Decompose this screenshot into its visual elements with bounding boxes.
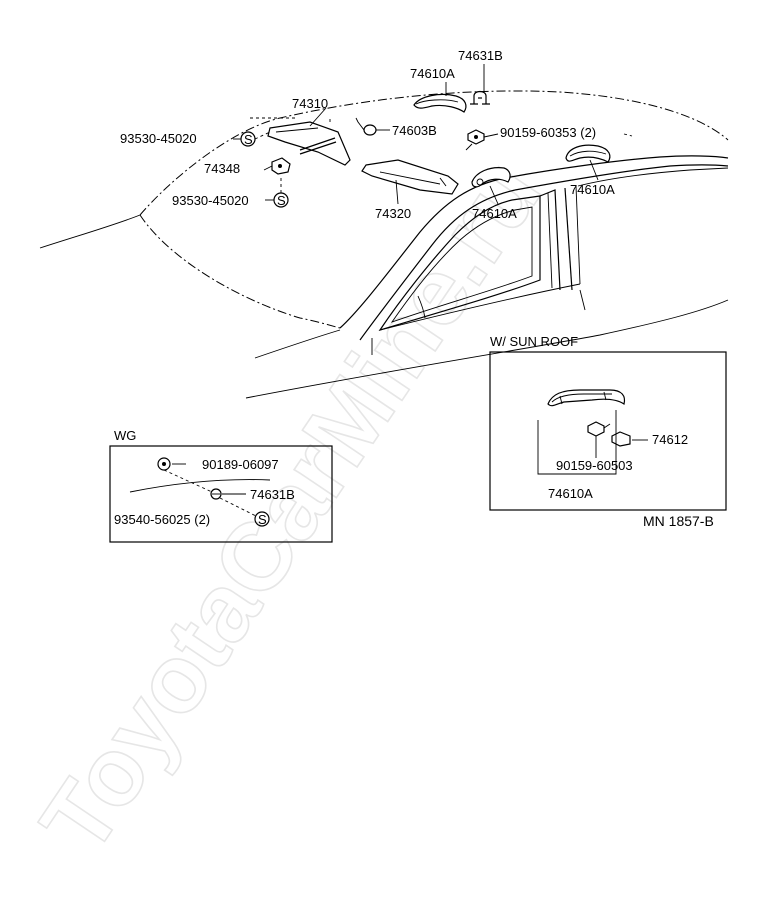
sun-visor-74320[interactable] xyxy=(361,159,459,195)
label-90189-06097: 90189-06097 xyxy=(202,457,279,472)
wg-title: WG xyxy=(114,428,136,443)
screw-74603B[interactable] xyxy=(355,117,377,136)
grip-handle-icon xyxy=(565,144,611,163)
screw-marker-93530-b[interactable]: S xyxy=(273,192,289,208)
label-90159-60353: 90159-60353 (2) xyxy=(500,125,596,140)
label-74631B-top: 74631B xyxy=(458,48,503,63)
bolt-90159-60503[interactable] xyxy=(587,421,611,437)
clip-74612[interactable] xyxy=(611,431,631,447)
screw-icon xyxy=(363,124,377,136)
wg-frame xyxy=(109,445,333,543)
hook-74631B-top[interactable] xyxy=(470,90,490,105)
grip-handle-74610A-right[interactable] xyxy=(565,144,611,163)
grip-handle-74610A-top[interactable] xyxy=(413,93,467,113)
svg-text:S: S xyxy=(244,132,253,147)
screw-marker-93540[interactable]: S xyxy=(254,511,270,527)
screw-marker-93530-a[interactable]: S xyxy=(240,131,256,147)
wg-inset: WG 90189-06097 74631B S 93540-56025 (2) xyxy=(109,428,333,543)
grip-handle-icon xyxy=(413,93,467,113)
label-90159-60503: 90159-60503 xyxy=(556,458,633,473)
hook-74631B-wg[interactable] xyxy=(210,488,222,500)
label-74310: 74310 xyxy=(292,96,328,111)
watermark-text: ToyotaCarMine.ru xyxy=(21,141,562,871)
car-body-outline xyxy=(39,90,729,399)
label-74320: 74320 xyxy=(375,206,411,221)
hook-icon xyxy=(473,90,487,104)
sunroof-inset: W/ SUN ROOF 74612 90159-60503 74610A xyxy=(489,334,727,511)
svg-text:S: S xyxy=(258,512,267,527)
grip-handle-icon xyxy=(471,167,511,188)
clip-90189-06097[interactable] xyxy=(157,457,171,471)
sun-visor-74310[interactable] xyxy=(267,121,351,166)
label-74348: 74348 xyxy=(204,161,240,176)
bolt-icon xyxy=(587,421,605,437)
diagram-id: MN 1857-B xyxy=(643,513,714,529)
bolt-90159-60353[interactable] xyxy=(465,129,485,151)
label-93530-45020-a: 93530-45020 xyxy=(120,131,197,146)
grip-handle-sunroof[interactable] xyxy=(547,389,626,407)
label-74610A-right: 74610A xyxy=(570,182,615,197)
label-74612: 74612 xyxy=(652,432,688,447)
label-93540-56025: 93540-56025 (2) xyxy=(114,512,210,527)
label-74610A-sunroof: 74610A xyxy=(548,486,593,501)
label-74603B: 74603B xyxy=(392,123,437,138)
label-74610A-top: 74610A xyxy=(410,66,455,81)
label-74610A-mid: 74610A xyxy=(472,206,517,221)
sunroof-frame xyxy=(489,351,727,511)
sun-visor-icon xyxy=(267,121,351,166)
clip-74348[interactable] xyxy=(271,157,291,175)
svg-text:S: S xyxy=(277,193,286,208)
grip-handle-74610A-mid[interactable] xyxy=(471,167,511,188)
sunroof-title: W/ SUN ROOF xyxy=(490,334,578,349)
clip-icon xyxy=(611,431,631,447)
label-93530-45020-b: 93530-45020 xyxy=(172,193,249,208)
sun-visor-icon xyxy=(361,159,459,195)
label-74631B-wg: 74631B xyxy=(250,487,295,502)
